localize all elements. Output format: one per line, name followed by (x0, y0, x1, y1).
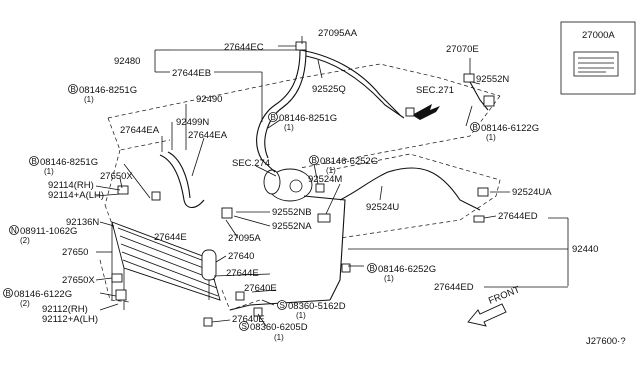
callout-qty: (1) (284, 123, 294, 132)
callout-text: 08146-6122G (481, 123, 539, 134)
callout-08146-6252g-lower: B 08146-6252G (1) (367, 263, 436, 283)
callout-92552n: 92552N (476, 74, 509, 85)
callout-prefix: B (6, 289, 11, 298)
callout-27640e-bottom: 27640E (232, 314, 265, 325)
callout-qty: (1) (296, 311, 306, 320)
callout-qty: (1) (486, 133, 496, 142)
compressor (263, 168, 313, 202)
callout-27095aa: 27095AA (318, 28, 358, 39)
callout-08146-8251g-mid: B 08146-8251G (1) (268, 112, 337, 132)
callout-sec274: SEC.274 (232, 158, 270, 169)
callout-qty: (2) (20, 236, 30, 245)
callout-prefix: B (473, 123, 478, 132)
callout-08146-8251g-top: B 08146-8251G (1) (68, 84, 137, 104)
callout-text: 08911-1062G (20, 226, 77, 237)
callout-text: 08360-5162D (288, 301, 346, 312)
callout-92440: 92440 (572, 244, 598, 255)
callout-text: 08146-6122G (14, 289, 72, 300)
callout-92136n: 92136N (66, 217, 99, 228)
callout-27644e-top: 27644E (154, 232, 187, 243)
callout-prefix: S (242, 322, 247, 331)
callout-prefix: B (271, 113, 276, 122)
callout-text: 08146-8251G (40, 157, 98, 168)
sec271-arrow (412, 104, 440, 120)
callout-prefix: B (32, 157, 37, 166)
callout-prefix: S (280, 301, 285, 310)
callout-27070e: 27070E (446, 44, 479, 55)
callout-92112-lh: 92112+A(LH) (42, 314, 98, 325)
callout-92524m: 92524M (308, 174, 342, 185)
callout-92114-lh: 92114+A(LH) (48, 190, 104, 201)
callout-text: 08146-6252G (378, 264, 436, 275)
callout-27640e-top: 27640E (244, 283, 277, 294)
callout-92524ua: 92524UA (512, 187, 552, 198)
callout-qty: (2) (20, 299, 30, 308)
callout-08360-5162d: S 08360-5162D (1) (277, 300, 346, 320)
callout-27640: 27640 (228, 251, 254, 262)
callout-92112-rh: 92112(RH) (42, 304, 88, 315)
callout-27644eb: 27644EB (172, 68, 211, 79)
callout-text: 08360-6205D (250, 322, 308, 333)
callout-92499n: 92499N (176, 117, 209, 128)
callout-27650x-bottom: 27650X (62, 275, 95, 286)
callout-prefix: B (71, 85, 76, 94)
callout-27644ed-right: 27644ED (498, 211, 538, 222)
callout-prefix: B (312, 156, 317, 165)
callout-27650: 27650 (62, 247, 88, 258)
callout-08146-6122g-left: B 08146-6122G (2) (3, 288, 72, 308)
callout-92552nb: 92552NB (272, 207, 312, 218)
callout-27650x-top: 27650X (100, 171, 133, 182)
callout-92114-rh: 92114(RH) (48, 180, 94, 191)
callout-08146-8251g-left: B 08146-8251G (1) (29, 156, 98, 176)
callout-08911-1062g: N 08911-1062G (2) (9, 225, 77, 245)
front-arrow: FRONT (467, 284, 522, 327)
callout-prefix: B (370, 264, 375, 273)
legend-box: 27000A (560, 21, 636, 95)
callout-27644ea-left: 27644EA (120, 125, 160, 136)
fittings (111, 41, 495, 327)
callout-prefix: N (11, 226, 17, 235)
callout-labels: 27095AA 27644EC 92480 27644EB 92525Q 270… (3, 28, 598, 342)
callout-92552na: 92552NA (272, 221, 312, 232)
callout-92525q: 92525Q (312, 84, 346, 95)
front-label: FRONT (487, 284, 522, 307)
callout-qty: (1) (44, 167, 54, 176)
callout-qty: (1) (326, 166, 336, 175)
callout-qty: (1) (274, 333, 284, 342)
refrigerant-pipes (159, 49, 489, 311)
callout-27644e-bottom: 27644E (226, 268, 259, 279)
callout-08360-6205d: S 08360-6205D (1) (239, 321, 308, 342)
callout-08146-6122g-right: B 08146-6122G (1) (470, 122, 539, 142)
callout-text: 08146-8251G (279, 113, 337, 124)
leader-lines (95, 36, 569, 327)
callout-27644ec: 27644EC (224, 42, 264, 53)
diagram-id: J27600·? (586, 336, 626, 347)
callout-qty: (1) (384, 274, 394, 283)
callout-qty: (1) (84, 95, 94, 104)
callout-27095a: 27095A (228, 233, 261, 244)
receiver-drier (201, 249, 217, 300)
callout-92524u: 92524U (366, 202, 399, 213)
callout-text: 08146-8251G (79, 85, 137, 96)
callout-27644ea-right: 27644EA (188, 130, 228, 141)
callout-92480: 92480 (114, 56, 140, 67)
callout-92490: 92490 (196, 94, 222, 105)
condenser (111, 221, 221, 310)
callout-27644ed-bottom: 27644ED (434, 282, 474, 293)
callout-sec271: SEC.271 (416, 85, 454, 96)
legend-box-label: 27000A (582, 30, 615, 41)
callout-08146-6252g-mid: B 08146-6252G (1) (309, 155, 378, 175)
callout-text: 08146-6252G (320, 156, 378, 167)
